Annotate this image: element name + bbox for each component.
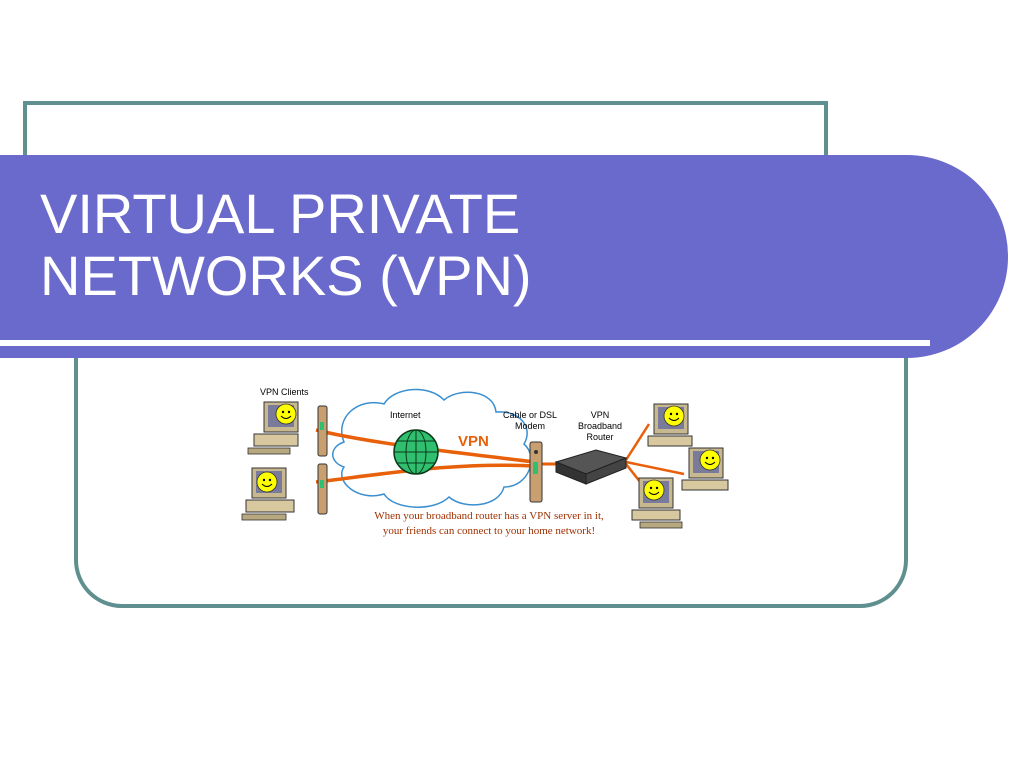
title-line-2: NETWORKS (VPN): [40, 244, 532, 307]
vpn-diagram-graphic: [241, 388, 729, 529]
computer-icon: [241, 467, 295, 521]
modem-icon: [317, 405, 328, 515]
label-vpn-clients: VPN Clients: [260, 387, 309, 397]
slide-title: VIRTUAL PRIVATE NETWORKS (VPN): [40, 183, 840, 307]
label-router-line-2: Broadband: [577, 421, 623, 431]
vpn-diagram: VPN Clients Internet Cable or DSL Modem …: [234, 382, 734, 552]
label-vpn-tunnel: VPN: [458, 433, 489, 450]
computer-icon: [647, 403, 693, 447]
title-underline: [0, 340, 930, 346]
slide-frame-bottom: [74, 330, 908, 608]
computer-icon: [681, 447, 729, 491]
modem-icon: [529, 441, 543, 503]
label-modem-line-1: Cable or DSL: [502, 410, 558, 420]
label-router-line-3: Router: [586, 432, 614, 442]
label-internet: Internet: [390, 410, 421, 420]
label-modem-line-2: Modem: [514, 421, 545, 431]
title-line-1: VIRTUAL PRIVATE: [40, 182, 521, 245]
diagram-caption: When your broadband router has a VPN ser…: [334, 509, 644, 539]
router-icon: [554, 449, 628, 485]
label-router-line-1: VPN: [590, 410, 610, 420]
computer-icon: [247, 401, 299, 455]
computer-icon: [631, 477, 683, 529]
label-modem: Cable or DSL Modem: [498, 410, 562, 432]
title-band: [0, 155, 1008, 358]
caption-line-1: When your broadband router has a VPN ser…: [374, 510, 604, 522]
slide-frame-top: [23, 101, 828, 167]
globe-icon: [393, 429, 439, 475]
label-router: VPN Broadband Router: [570, 410, 630, 443]
caption-line-2: your friends can connect to your home ne…: [382, 525, 596, 537]
